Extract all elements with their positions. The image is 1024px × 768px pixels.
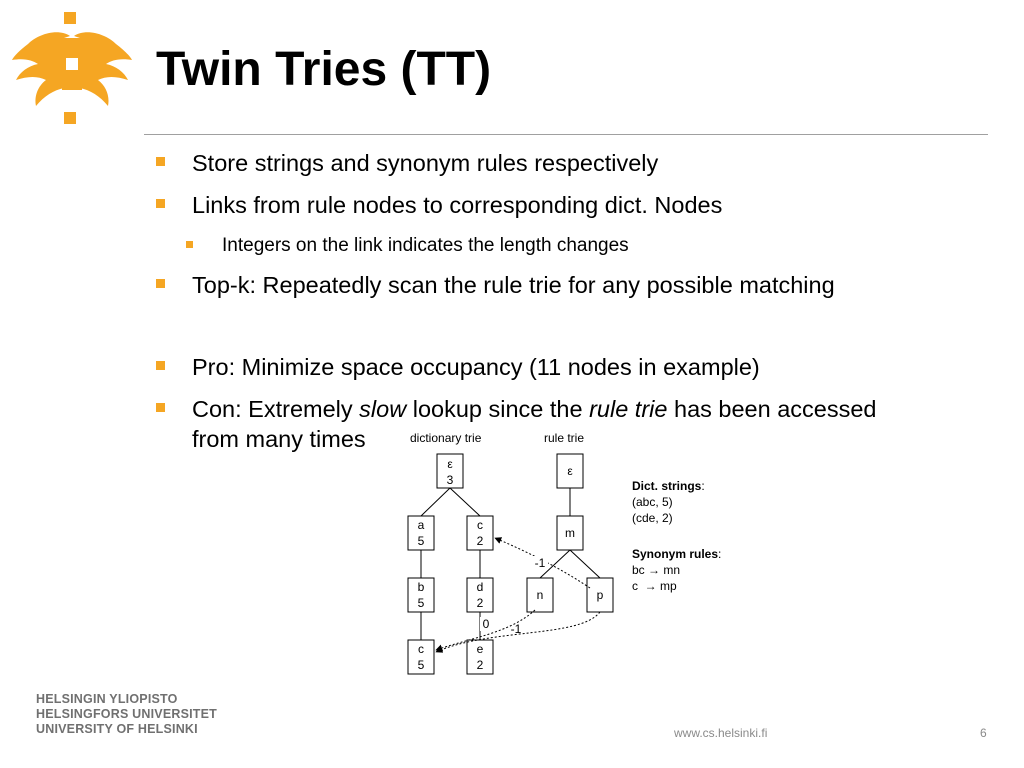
node-num: 5 <box>418 534 425 548</box>
rule-node: p <box>586 577 614 613</box>
dict-node: c 2 <box>466 515 494 551</box>
node-num: 2 <box>477 596 484 610</box>
title-divider <box>144 134 988 135</box>
diagram-legend: Dict. strings: (abc, 5) (cde, 2) Synonym… <box>632 479 721 593</box>
slide-title: Twin Tries (TT) <box>156 43 492 96</box>
bullet-marker-icon <box>186 241 193 248</box>
bullet-item: Con: Extremely slow lookup since the rul… <box>150 394 990 454</box>
legend-colon: : <box>701 479 704 493</box>
bullet-text: Store strings and synonym rules respecti… <box>192 150 659 176</box>
university-name-sv: HELSINGFORS UNIVERSITET <box>36 707 218 721</box>
bullet-text: Con: Extremely slow lookup since the rul… <box>192 396 877 452</box>
university-flame-logo-icon <box>12 12 132 124</box>
svg-text:Dict. strings:: Dict. strings: <box>632 479 705 493</box>
bullet-text: Integers on the link indicates the lengt… <box>222 235 629 256</box>
dictionary-trie-edges <box>420 487 481 640</box>
node-char: c <box>418 642 424 656</box>
node-num: 5 <box>418 658 425 672</box>
con-prefix: Con: Extremely <box>192 396 360 422</box>
rule-trie-edges <box>539 488 601 579</box>
node-char: ε <box>567 464 573 478</box>
legend-dict-title: Dict. strings <box>632 479 702 493</box>
con-slow: slow <box>359 396 407 422</box>
con-line2: from many times <box>192 426 366 452</box>
bullet-marker-icon <box>156 279 165 288</box>
university-wordmark: HELSINGIN YLIOPISTO HELSINGFORS UNIVERSI… <box>36 692 217 737</box>
twin-tries-diagram: dictionary trie rule trie ε 3 a 5 c 2 b … <box>407 431 721 675</box>
node-char: p <box>597 588 604 602</box>
bullet-text: Links from rule nodes to corresponding d… <box>192 192 723 218</box>
link-label: -1 <box>511 622 522 636</box>
node-char: e <box>477 642 484 656</box>
bullet-marker-icon <box>156 361 165 370</box>
rule-node: ε <box>556 453 584 489</box>
node-num: 2 <box>477 658 484 672</box>
node-char: c <box>477 518 483 532</box>
bullet-list: Store strings and synonym rules respecti… <box>150 148 990 466</box>
dictionary-trie-label: dictionary trie <box>410 431 482 445</box>
node-char: d <box>477 580 484 594</box>
bullet-item: Pro: Minimize space occupancy (11 nodes … <box>150 352 990 382</box>
legend-syn-title: Synonym rules <box>632 547 718 561</box>
link-label: 0 <box>483 617 490 631</box>
rule-node: n <box>526 577 554 613</box>
bullet-marker-icon <box>156 199 165 208</box>
page-number: 6 <box>980 726 987 740</box>
university-name-en: UNIVERSITY OF HELSINKI <box>36 722 198 736</box>
legend-dict-item: (cde, 2) <box>632 511 673 525</box>
bullet-text: Pro: Minimize space occupancy (11 nodes … <box>192 354 760 380</box>
node-char: n <box>537 588 544 602</box>
node-num: 5 <box>418 596 425 610</box>
link-label: -1 <box>535 556 546 570</box>
node-char: ε <box>447 457 453 471</box>
footer-url: www.cs.helsinki.fi <box>674 726 768 740</box>
rule-node: m <box>556 515 584 551</box>
sub-bullet-item: Integers on the link indicates the lengt… <box>150 232 990 260</box>
dict-node: b 5 <box>407 577 435 613</box>
legend-colon: : <box>718 547 721 561</box>
node-char: b <box>418 580 425 594</box>
dict-node: ε 3 <box>436 453 464 489</box>
dict-node: a 5 <box>407 515 435 551</box>
node-char: m <box>565 526 575 540</box>
node-num: 2 <box>477 534 484 548</box>
bullet-text: Top-k: Repeatedly scan the rule trie for… <box>192 272 835 298</box>
legend-syn-item: bc → mn <box>632 563 680 577</box>
bullet-marker-icon <box>156 403 165 412</box>
legend-dict-item: (abc, 5) <box>632 495 673 509</box>
legend-syn-item: c → mp <box>632 579 677 593</box>
dict-node: d 2 <box>466 577 494 613</box>
svg-text:Synonym rules:: Synonym rules: <box>632 547 721 561</box>
bullet-item: Links from rule nodes to corresponding d… <box>150 190 990 220</box>
dict-node: e 2 <box>466 639 494 675</box>
rule-trie-label: rule trie <box>544 431 584 445</box>
bullet-item: Top-k: Repeatedly scan the rule trie for… <box>150 270 990 300</box>
bullet-marker-icon <box>156 157 165 166</box>
con-suffix: has been accessed <box>667 396 877 422</box>
dict-node: c 5 <box>407 639 435 675</box>
university-name-fi: HELSINGIN YLIOPISTO <box>36 692 178 706</box>
node-num: 3 <box>447 473 454 487</box>
bullet-item: Store strings and synonym rules respecti… <box>150 148 990 178</box>
con-mid: lookup since the <box>406 396 590 422</box>
con-rule-trie: rule trie <box>589 396 668 422</box>
node-char: a <box>418 518 425 532</box>
